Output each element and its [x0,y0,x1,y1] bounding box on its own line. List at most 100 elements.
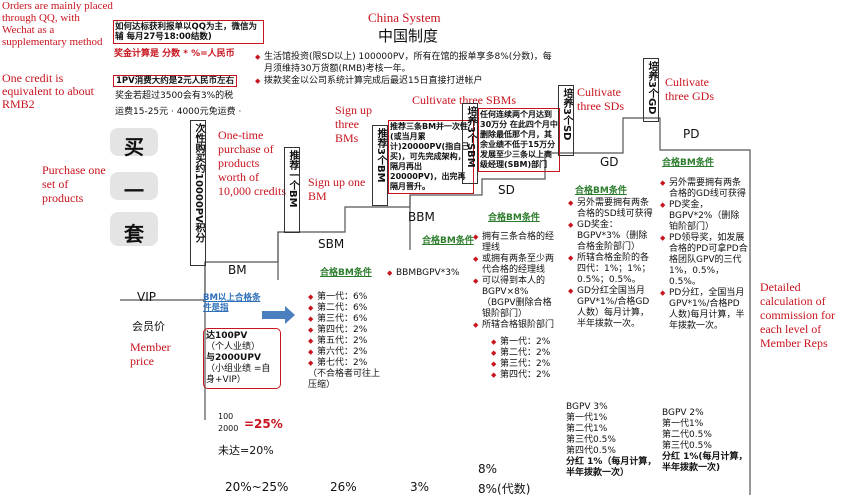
tao-char: 套 [124,222,144,246]
sbm-qualified-heading: 合格BM条件 [320,268,372,278]
sd-col-heading: 合格BM条件 [488,213,540,223]
page-title: 中国制度 [378,27,439,45]
generation-item: 第四代：2% [308,325,383,336]
generation-item: 第二代1% [566,424,608,434]
sd-column: 另外需要拥有两条合格的SD线可获得GD奖金：BGPV*3%（删除合格金阶部门）所… [568,198,656,330]
condition-item: GD分红全国当月GPV*1%/合格GD人数）每月计算，半年拨款一次。 [568,286,656,330]
pd-bonus: 分红 1%(每月计算，半年拨款一次) [662,452,748,473]
level-gd: GD [600,155,619,169]
generation-item: 第二代：2% [491,348,558,359]
detailed-calc-note: Detailed calculation of commission for e… [760,280,835,350]
generation-item: 第二代：6% [308,303,383,314]
pd-bgpv: BGPV 2% [662,408,704,418]
one-credit-note: One credit is equivalent to about RMB2 [2,71,94,111]
rule-item: 生活馆投资(限SD以上) 100000PV，所有在馆的报单享多8%(分数)，每月… [255,51,555,75]
level-vip: VIP [137,290,156,304]
sd-requirement-box: 任何连续两个月达到30万分 在此四个月中 删除最低那个月，其余业绩不低于15万分… [478,108,560,172]
pct-8-gen: 8%(代数) [478,482,531,496]
sd-summary: BGPV 3% 第一代1%第二代1%第三代0.5%第四代0.5% 分红 1%（每… [566,402,658,479]
signup-bm-note: Sign up one BM [308,175,366,203]
generation-item: 第一代1% [662,419,704,429]
pd-column: 另外需要拥有两条合格的GD线可获得PD奖金，BGPV*2%（删除铂阶部门）PD领… [660,178,748,332]
bm-qualified-heading: BM以上合格条件是指 [203,293,261,313]
rule-item: 拨款奖金以公司系统计算完成后最迟15日直接打进帐户 [255,75,555,87]
signup-bms-note: Sign up three BMs [335,103,373,145]
generation-item: 第一代：6% [308,292,383,303]
one-time-vertical: 次性购买约10000PV积分 [190,120,206,266]
member-price-cn: 会员价 [132,320,165,333]
sbm-generations: 第一代：6%第二代：6%第三代：6%第四代：2%第五代：2%第六代：2%第七代：… [308,292,383,391]
generation-item: 第四代0.5% [566,446,616,456]
generation-item: 第三代：6% [308,314,383,325]
orders-note: Orders are mainly placed through QQ, wit… [2,0,113,48]
cultivate-3sd-vertical: 培养3个SD [558,85,574,156]
sbm-note: （不合格者可往上压缩） [308,369,381,390]
purchase-set-note: Purchase one set of products [42,163,106,205]
generation-item: 第三代0.5% [662,441,712,451]
cultivate-gds-note: Cultivate three GDs [665,75,714,103]
condition-item: PD领导奖，如发展合格的PD可拿PD合格团队GPV的三代 1%，0.5%，0.5… [660,233,748,288]
bbm-bgpv-text: BBMBGPV*3% [387,268,459,279]
condition-item: 所辖合格银阶部门 [473,320,558,331]
req-100pv-note: （个人业绩） [206,342,261,352]
level-sd: SD [498,183,515,197]
generation-item: 第四代：2% [491,370,558,381]
cultivate-sbms-note: Cultivate three SBMs [412,93,516,107]
shipping-note: 运费15-25元 · 4000元免运费 · [115,107,242,117]
cultivate-sds-note: Cultivate three SDs [577,85,624,113]
sd-bgpv: BGPV 3% [566,402,608,412]
req-2000upv: 与2000UPV [206,353,261,363]
generation-item: 第六代：2% [308,347,383,358]
order-box: 如何达标获利报单以QQ为主，微信为辅 每月27号18:00结数) [113,20,264,44]
pd-qualified-heading: 合格BM条件 [662,158,714,168]
bbm-bgpv: BBMBGPV*3% [387,268,459,279]
condition-item: 所辖合格金阶的各四代：1%；1%；0.5%；0.5%。 [568,253,656,286]
pct-8: 8% [478,462,498,476]
pd-summary: BGPV 2% 第一代1%第二代0.5%第三代0.5% 分红 1%(每月计算，半… [662,408,752,474]
generation-item: 第三代：2% [491,359,558,370]
footer-p2: 26% [330,480,357,494]
cultivate-3gd-vertical: 培养3个GD [643,58,659,122]
level-bbm: BBM [408,210,435,224]
china-system-label: China System [368,10,441,25]
rate-unmet: 未达=20% [218,444,274,457]
generation-item: 第七代：2% [308,358,383,369]
tax-note: 奖金若超过3500会有3%的税 [115,91,234,101]
rate-25: =25% [244,417,283,431]
req-2000upv-note: （小组业绩 =自身+VIP） [206,364,271,385]
arrow-right-icon [262,306,295,324]
recommend-3bm-vertical: 推荐3个BM [372,125,388,206]
generation-item: 第三代0.5% [566,435,616,445]
footer-p3: 3% [410,480,430,494]
bbm-qualified-heading: 合格BM条件 [422,236,474,246]
condition-item: PD奖金，BGPV*2%（删除铂阶部门） [660,200,748,233]
recommend-bm-vertical: 推荐一个BM [284,147,300,233]
level-sbm: SBM [318,237,345,251]
bm-requirements-box: 达100PV （个人业绩） 与2000UPV （小组业绩 =自身+VIP） [203,328,281,389]
ratio-100: 100 [218,412,234,421]
condition-item: GD奖金：BGPV*3%（删除合格金阶部门） [568,220,656,253]
generation-item: 第一代：2% [491,337,558,348]
condition-item: 另外需要拥有两条合格的GD线可获得 [660,178,748,200]
cultivate-3sbm-vertical: 培养3个SBM [462,103,478,184]
sd-bonus: 分红 1%（每月计算，半年拨款一次） [566,457,657,478]
sbm-requirement-box: 推荐三条BM并一次性(或当月累计)20000PV(指自己买)，可先完成架构，隔月… [388,120,474,194]
condition-item: 另外需要拥有两条合格的SD线可获得 [568,198,656,220]
member-price-note: Member price [130,340,171,368]
level-bm: BM [228,263,247,277]
sd-qualified-heading: 合格BM条件 [575,186,627,196]
condition-item: 或拥有两条至少两代合格的经理线 [473,254,558,276]
bonus-calc: 奖金计算是 分数 * %=人民币 [114,49,235,59]
level-pd: PD [683,127,700,141]
pv-box: 1PV消费大约是2元人民币左右 [113,75,238,87]
one-time-note: One-time purchase of products worth of 1… [218,128,286,198]
footer-p1: 20%~25% [225,480,289,494]
condition-item: 可以得到本人的BGPV×8%（BGPV删除合格银阶部门） [473,276,558,320]
rules-list: 生活馆投资(限SD以上) 100000PV，所有在馆的报单享多8%(分数)，每月… [255,51,555,87]
condition-item: 拥有三条合格的经理线 [473,232,558,254]
req-100pv: 达100PV [206,331,248,341]
ratio-2000: 2000 [218,424,239,433]
generation-item: 第一代1% [566,413,608,423]
generation-item: 第二代0.5% [662,430,712,440]
